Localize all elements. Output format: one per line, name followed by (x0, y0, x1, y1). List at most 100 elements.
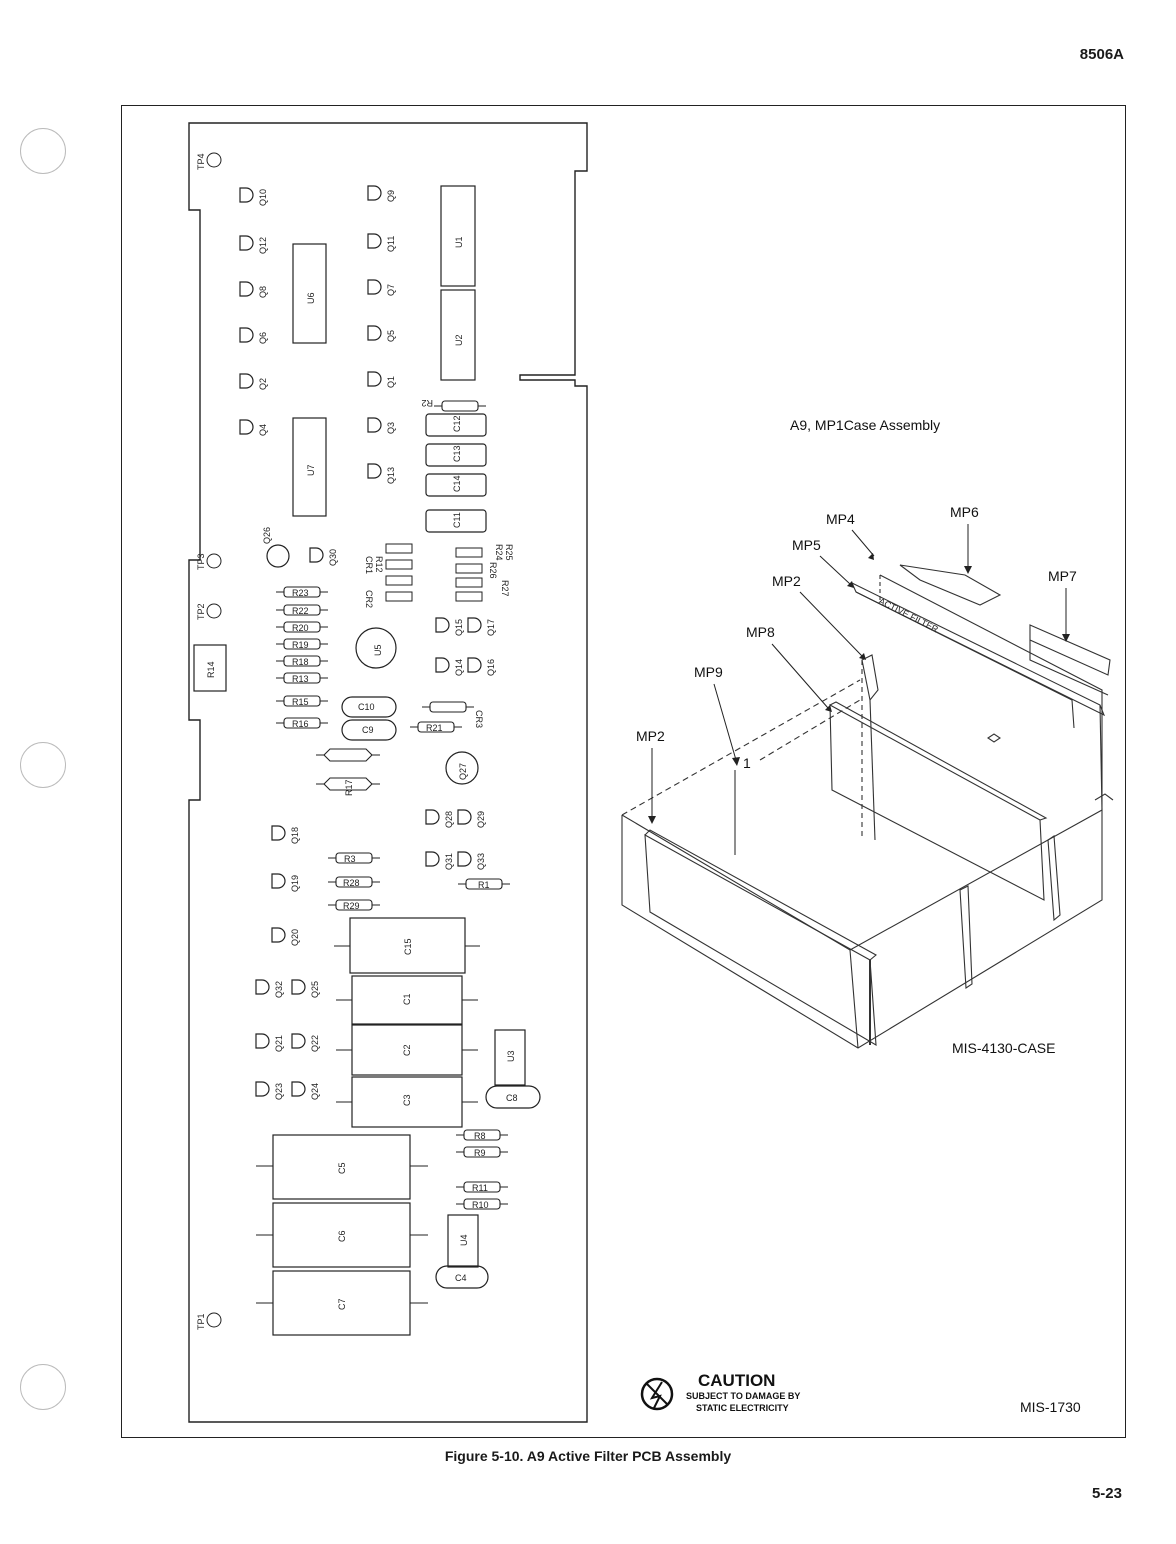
resistor-r27[interactable]: R27 (455, 580, 510, 602)
resistor-r20[interactable]: R20 (275, 621, 329, 633)
capacitor-c14[interactable]: C14 (425, 473, 487, 497)
diode-cr3[interactable]: CR3 (421, 701, 484, 728)
resistor-r14[interactable]: R14 (193, 644, 227, 692)
ic-u4[interactable]: U4 (447, 1214, 479, 1268)
transistor-q25[interactable]: Q25 (291, 979, 320, 998)
resistor-r18-large[interactable] (315, 748, 381, 762)
resistor-r26[interactable]: R26 (455, 562, 498, 588)
resistor-r15[interactable]: R15 (275, 695, 329, 707)
ic-u2[interactable]: U2 (440, 289, 476, 381)
resistor-r2[interactable]: R2 (421, 398, 487, 412)
capacitor-c12[interactable]: C12 (425, 413, 487, 437)
resistor-r18[interactable]: R18 (275, 655, 329, 667)
transistor-q17[interactable]: Q17 (467, 617, 496, 636)
resistor-r10[interactable]: R10 (455, 1198, 509, 1210)
resistor-r17[interactable]: R17 (315, 777, 381, 796)
resistor-r16[interactable]: R16 (275, 717, 329, 729)
transistor-q12[interactable]: Q12 (239, 235, 268, 254)
transistor-q15[interactable]: Q15 (435, 617, 464, 636)
page-number: 5-23 (1091, 1485, 1122, 1502)
transistor-q6[interactable]: Q6 (239, 327, 268, 344)
transistor-q4[interactable]: Q4 (239, 419, 268, 436)
ic-u6[interactable]: U6 (292, 243, 327, 344)
transistor-q16[interactable]: Q16 (467, 657, 496, 676)
svg-text:R2: R2 (421, 398, 433, 408)
transistor-q19[interactable]: Q19 (271, 873, 300, 892)
transistor-q21[interactable]: Q21 (255, 1033, 284, 1052)
transistor-q20[interactable]: Q20 (271, 927, 300, 946)
svg-text:R1: R1 (478, 880, 490, 890)
capacitor-c5[interactable]: C5 (256, 1134, 428, 1200)
transistor-q7[interactable]: Q7 (367, 279, 396, 296)
diode-cr1[interactable]: CR1 (364, 543, 413, 574)
capacitor-c10[interactable]: C10 (341, 696, 397, 718)
case-assembly-drawing (621, 564, 1114, 1049)
resistor-r9[interactable]: R9 (455, 1146, 509, 1158)
transistor-q24[interactable]: Q24 (291, 1081, 320, 1100)
transistor-q8[interactable]: Q8 (239, 281, 268, 298)
capacitor-c2[interactable]: C2 (336, 1024, 478, 1076)
svg-text:MP5: MP5 (792, 537, 821, 553)
resistor-r11[interactable]: R11 (455, 1181, 509, 1193)
resistor-r24[interactable]: R24 (455, 544, 504, 561)
transistor-q14[interactable]: Q14 (435, 657, 464, 676)
ic-u5[interactable]: U5 (355, 627, 397, 669)
capacitor-c9[interactable]: C9 (341, 719, 397, 741)
resistor-r25[interactable]: R25 (455, 544, 514, 574)
resistor-r12[interactable]: R12 (374, 556, 413, 573)
transistor-q1[interactable]: Q1 (367, 371, 396, 388)
test-point-tp3[interactable]: TP3 (196, 553, 222, 570)
capacitor-c6[interactable]: C6 (256, 1202, 428, 1268)
test-point-tp2[interactable]: TP2 (196, 603, 222, 620)
resistor-r22[interactable]: R22 (275, 604, 329, 616)
transistor-q11[interactable]: Q11 (367, 233, 396, 252)
transistor-q2[interactable]: Q2 (239, 373, 268, 390)
transistor-q32[interactable]: Q32 (255, 979, 284, 998)
capacitor-c11[interactable]: C11 (425, 509, 487, 533)
resistor-r3[interactable]: R3 (327, 852, 381, 864)
capacitor-c4[interactable]: C4 (435, 1265, 489, 1289)
resistor-r21[interactable]: R21 (409, 721, 463, 733)
resistor-r29[interactable]: R29 (327, 899, 381, 911)
transistor-q23[interactable]: Q23 (255, 1081, 284, 1100)
capacitor-c7[interactable]: C7 (256, 1270, 428, 1336)
ic-u3[interactable]: U3 (494, 1029, 526, 1086)
transistor-q28[interactable]: Q28 (425, 809, 454, 828)
resistor-r1[interactable]: R1 (457, 878, 511, 890)
resistor-r8[interactable]: R8 (455, 1129, 509, 1141)
transistor-q9[interactable]: Q9 (367, 185, 396, 202)
transistor-q10[interactable]: Q10 (239, 187, 268, 206)
capacitor-c8[interactable]: C8 (485, 1085, 541, 1109)
transistor-q22[interactable]: Q22 (291, 1033, 320, 1052)
ic-u7[interactable]: U7 (292, 417, 327, 517)
transistor-q5[interactable]: Q5 (367, 325, 396, 342)
ic-u1[interactable]: U1 (440, 185, 476, 287)
capacitor-c13[interactable]: C13 (425, 443, 487, 467)
svg-text:C3: C3 (402, 1094, 412, 1106)
diode-cr2[interactable]: CR2 (364, 590, 413, 608)
svg-text:Q5: Q5 (386, 330, 396, 342)
capacitor-c3[interactable]: C3 (336, 1076, 478, 1128)
svg-text:MP6: MP6 (950, 504, 979, 520)
capacitor-c15[interactable]: C15 (334, 917, 480, 974)
svg-text:MP8: MP8 (746, 624, 775, 640)
resistor-r23[interactable]: R23 (275, 586, 329, 598)
svg-text:Q30: Q30 (328, 549, 338, 566)
capacitor-c1[interactable]: C1 (336, 975, 478, 1025)
transistor-q30[interactable]: Q30 (309, 547, 338, 566)
transistor-q26[interactable]: Q26 (262, 527, 290, 568)
resistor-r28[interactable]: R28 (327, 876, 381, 888)
resistor-r13[interactable]: R13 (275, 672, 329, 684)
transistor-q33[interactable]: Q33 (457, 851, 486, 870)
test-point-tp4[interactable]: TP4 (196, 152, 222, 170)
transistor-q31[interactable]: Q31 (425, 851, 454, 870)
resistor-r19[interactable]: R19 (275, 638, 329, 650)
svg-text:R11: R11 (472, 1183, 488, 1193)
transistor-q18[interactable]: Q18 (271, 825, 300, 844)
svg-text:R26: R26 (488, 562, 498, 579)
transistor-q29[interactable]: Q29 (457, 809, 486, 828)
test-point-tp1[interactable]: TP1 (196, 1312, 222, 1330)
transistor-q3[interactable]: Q3 (367, 417, 396, 434)
transistor-q27[interactable]: Q27 (445, 751, 479, 785)
transistor-q13[interactable]: Q13 (367, 463, 396, 484)
